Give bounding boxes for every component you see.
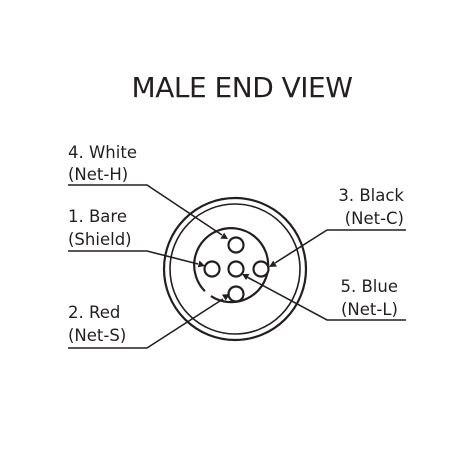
- label-blue-line1: 5. Blue: [340, 277, 398, 296]
- arrowheads: [197, 232, 277, 301]
- pins: [203, 236, 270, 303]
- keyed-insert: [193, 227, 270, 304]
- label-red-line1: 2. Red: [68, 303, 120, 322]
- leader-lines: [68, 184, 406, 349]
- label-red-line2: (Net-S): [68, 326, 126, 345]
- leader-red: [68, 298, 224, 349]
- outer-ring: [162, 196, 308, 342]
- diagram-title: MALE END VIEW: [132, 71, 353, 104]
- label-white-line1: 4. White: [68, 143, 137, 162]
- label-black-line2: (Net-C): [345, 209, 404, 228]
- pin-1-bare: [203, 260, 221, 278]
- pin-2-red: [227, 285, 245, 303]
- leader-blue: [246, 276, 406, 321]
- label-bare-line2: (Shield): [68, 230, 132, 249]
- pin-labels: 4. White (Net-H) 1. Bare (Shield) 2. Red…: [68, 143, 404, 345]
- pin-3-black: [252, 260, 270, 278]
- arrowhead-red: [221, 294, 230, 301]
- arrowhead-black: [269, 260, 277, 267]
- pin-4-white: [227, 236, 245, 254]
- label-blue-line2: (Net-L): [341, 300, 398, 319]
- outer-ring-inner-edge: [169, 203, 301, 335]
- arrowhead-bare: [197, 260, 205, 268]
- leader-bare: [68, 250, 199, 265]
- pin-5-blue: [227, 260, 245, 278]
- label-black-line1: 3. Black: [338, 186, 404, 205]
- arrowhead-blue: [242, 273, 250, 281]
- arrowhead-white: [220, 232, 228, 239]
- label-bare-line1: 1. Bare: [68, 207, 127, 226]
- label-white-line2: (Net-H): [68, 165, 128, 184]
- connector-face: [162, 196, 308, 342]
- leader-black: [274, 229, 406, 264]
- leader-white: [68, 184, 223, 236]
